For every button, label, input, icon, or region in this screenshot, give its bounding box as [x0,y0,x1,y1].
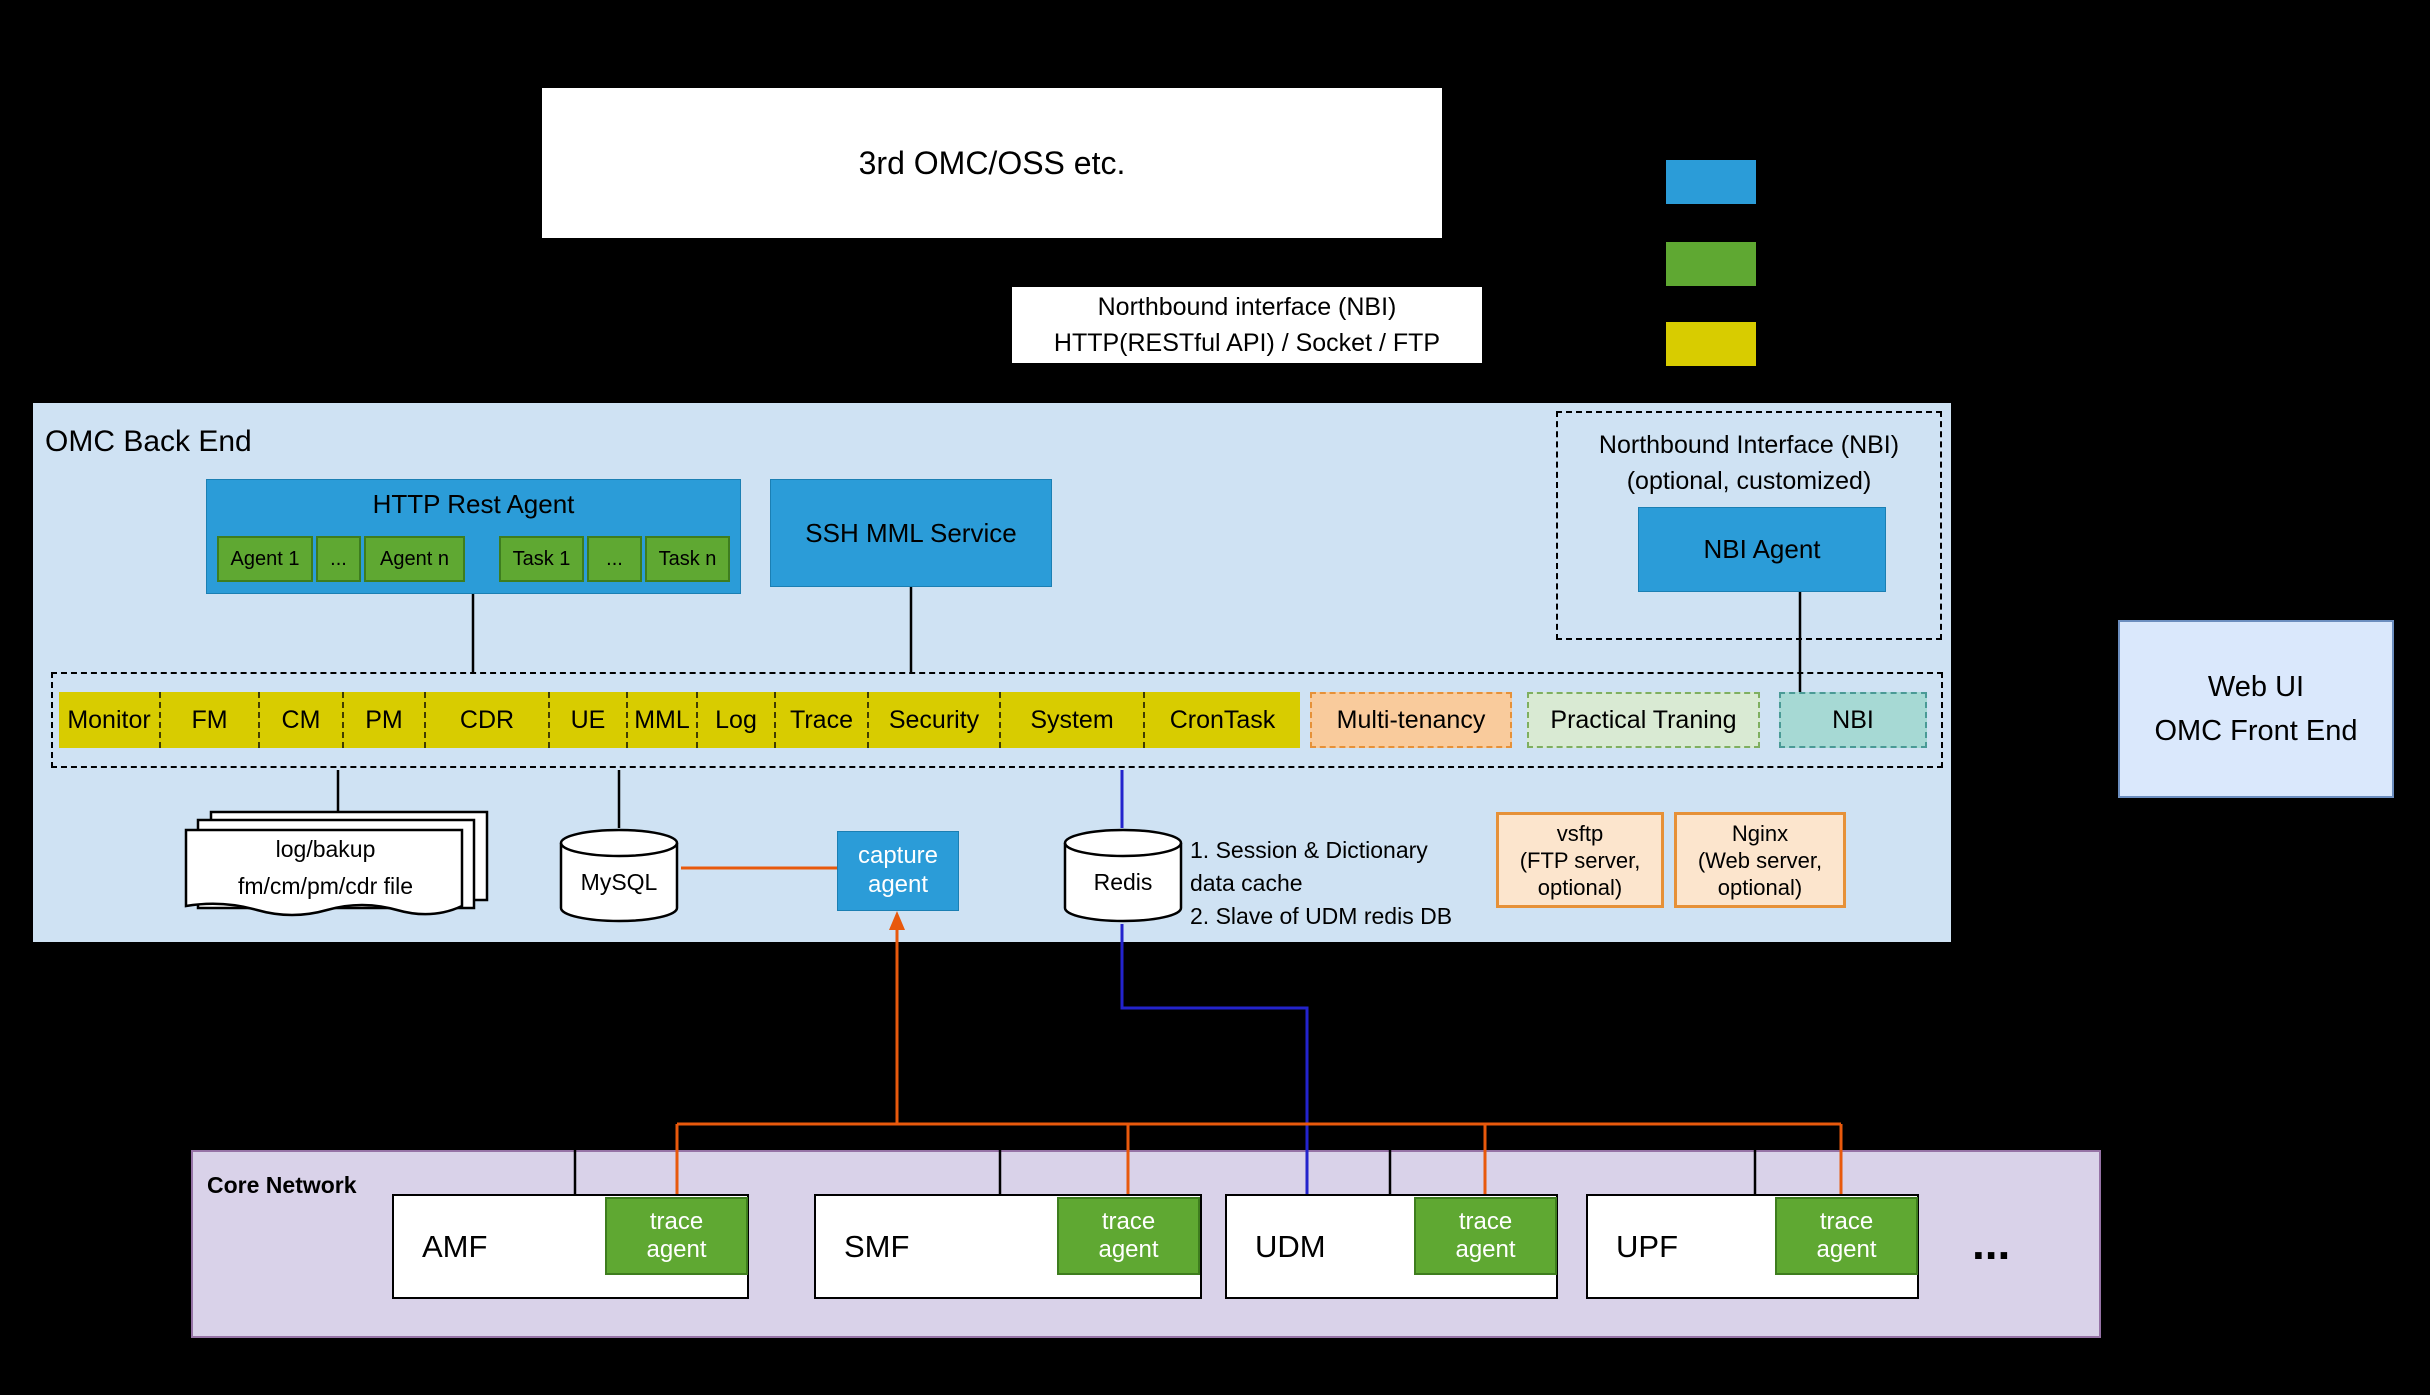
trace-agent-upf: trace agent [1775,1197,1918,1275]
http-rest-agent-title: HTTP Rest Agent [372,489,575,519]
core-network-title: Core Network [207,1172,357,1198]
module-fm: FM [161,692,260,748]
module-log: Log [698,692,776,748]
redis-note: 1. Session & Dictionary data cache 2. Sl… [1190,834,1500,933]
trace-agent-amf-line1: trace [649,1208,704,1236]
modules-frame [51,672,1943,768]
nbi-group-frame: Northbound Interface (NBI) (optional, cu… [1556,411,1942,640]
vsftp-box: vsftp (FTP server, optional) [1496,812,1664,908]
trace-agent-upf-line1: trace [1819,1208,1874,1236]
web-ui-line1: Web UI [2207,671,2305,703]
nbi-banner-line2: HTTP(RESTful API) / Socket / FTP [1053,329,1441,357]
task-cell-dots: ... [587,536,642,582]
nf-label-udm: UDM [1255,1228,1326,1264]
nbi-group-title-line2: (optional, customized) [1626,467,1872,495]
vsftp-line1: vsftp [1556,820,1604,846]
ssh-mml-service-box: SSH MML Service [770,479,1052,587]
trace-agent-amf: trace agent [605,1197,748,1275]
trace-agent-smf: trace agent [1057,1197,1200,1275]
nbi-group-title: Northbound Interface (NBI) (optional, cu… [1558,427,1940,499]
nbi-agent-box: NBI Agent [1638,507,1886,592]
capture-agent-line1: capture [857,842,939,870]
trace-agent-udm-line1: trace [1458,1208,1513,1236]
trace-agent-smf-line2: agent [1098,1236,1159,1263]
trace-agent-smf-line1: trace [1101,1208,1156,1236]
module-trace: Trace [776,692,869,748]
module-ue: UE [550,692,628,748]
third-party-omc-box: 3rd OMC/OSS etc. [542,88,1442,238]
vsftp-line3: optional) [1537,874,1623,900]
nginx-box: Nginx (Web server, optional) [1674,812,1846,908]
module-system: System [1001,692,1145,748]
web-ui-line2: OMC Front End [2154,715,2358,747]
module-mml: MML [628,692,698,748]
log-backup-file-stack: log/bakup fm/cm/pm/cdr file [183,809,493,929]
nf-label-upf: UPF [1616,1228,1678,1264]
module-cm: CM [260,692,344,748]
capture-agent-line2: agent [867,871,929,898]
core-network-ellipsis: ... [1972,1217,2011,1269]
nginx-line1: Nginx [1731,820,1789,846]
module-monitor: Monitor [59,692,161,748]
nginx-line3: optional) [1717,874,1803,900]
module-strip: Monitor FM CM PM CDR UE MML Log Trace Se… [59,692,1300,748]
nbi-group-title-line1: Northbound Interface (NBI) [1598,431,1900,459]
module-crontask: CronTask [1169,705,1276,734]
mysql-label: MySQL [580,869,658,895]
redis-note-line1: 1. Session & Dictionary [1190,837,1428,863]
agent-cell-dots: ... [316,536,361,582]
agent-cell-n: Agent n [364,536,465,582]
database-cylinder-icon [1063,828,1183,923]
redis-database: Redis [1062,827,1184,924]
module-practical-traning: Practical Traning [1527,692,1760,748]
nbi-banner: Northbound interface (NBI) HTTP(RESTful … [1012,287,1482,363]
web-ui-front-end-box: Web UI OMC Front End [2118,620,2394,798]
legend-yellow-swatch [1666,322,1756,366]
nf-label-amf: AMF [422,1228,488,1264]
agent-cell-1: Agent 1 [217,536,313,582]
nbi-banner-line1: Northbound interface (NBI) [1097,293,1397,321]
legend-green-swatch [1666,242,1756,286]
document-stack-icon [184,810,489,917]
mysql-database: MySQL [558,827,680,924]
nf-label-smf: SMF [844,1228,910,1264]
log-backup-line1: log/bakup [275,836,376,862]
vsftp-line2: (FTP server, [1519,847,1641,873]
trace-agent-udm: trace agent [1414,1197,1557,1275]
legend-blue-swatch [1666,160,1756,204]
module-cdr: CDR [426,692,550,748]
module-security: Security [869,692,1001,748]
log-backup-line2: fm/cm/pm/cdr file [237,873,414,899]
module-pm: PM [344,692,426,748]
database-cylinder-icon [559,828,679,923]
omc-back-end-title: OMC Back End [45,425,252,458]
task-cell-1: Task 1 [499,536,584,582]
trace-agent-amf-line2: agent [646,1236,707,1263]
redis-note-line2: data cache [1190,870,1303,896]
redis-note-line3: 2. Slave of UDM redis DB [1190,903,1453,929]
redis-label: Redis [1093,869,1153,895]
module-multi-tenancy: Multi-tenancy [1310,692,1512,748]
trace-agent-upf-line2: agent [1816,1236,1877,1263]
capture-agent-box: capture agent [837,831,959,911]
trace-agent-udm-line2: agent [1455,1236,1516,1263]
nginx-line2: (Web server, [1697,847,1823,873]
task-cell-n: Task n [645,536,730,582]
module-nbi: NBI [1779,692,1927,748]
